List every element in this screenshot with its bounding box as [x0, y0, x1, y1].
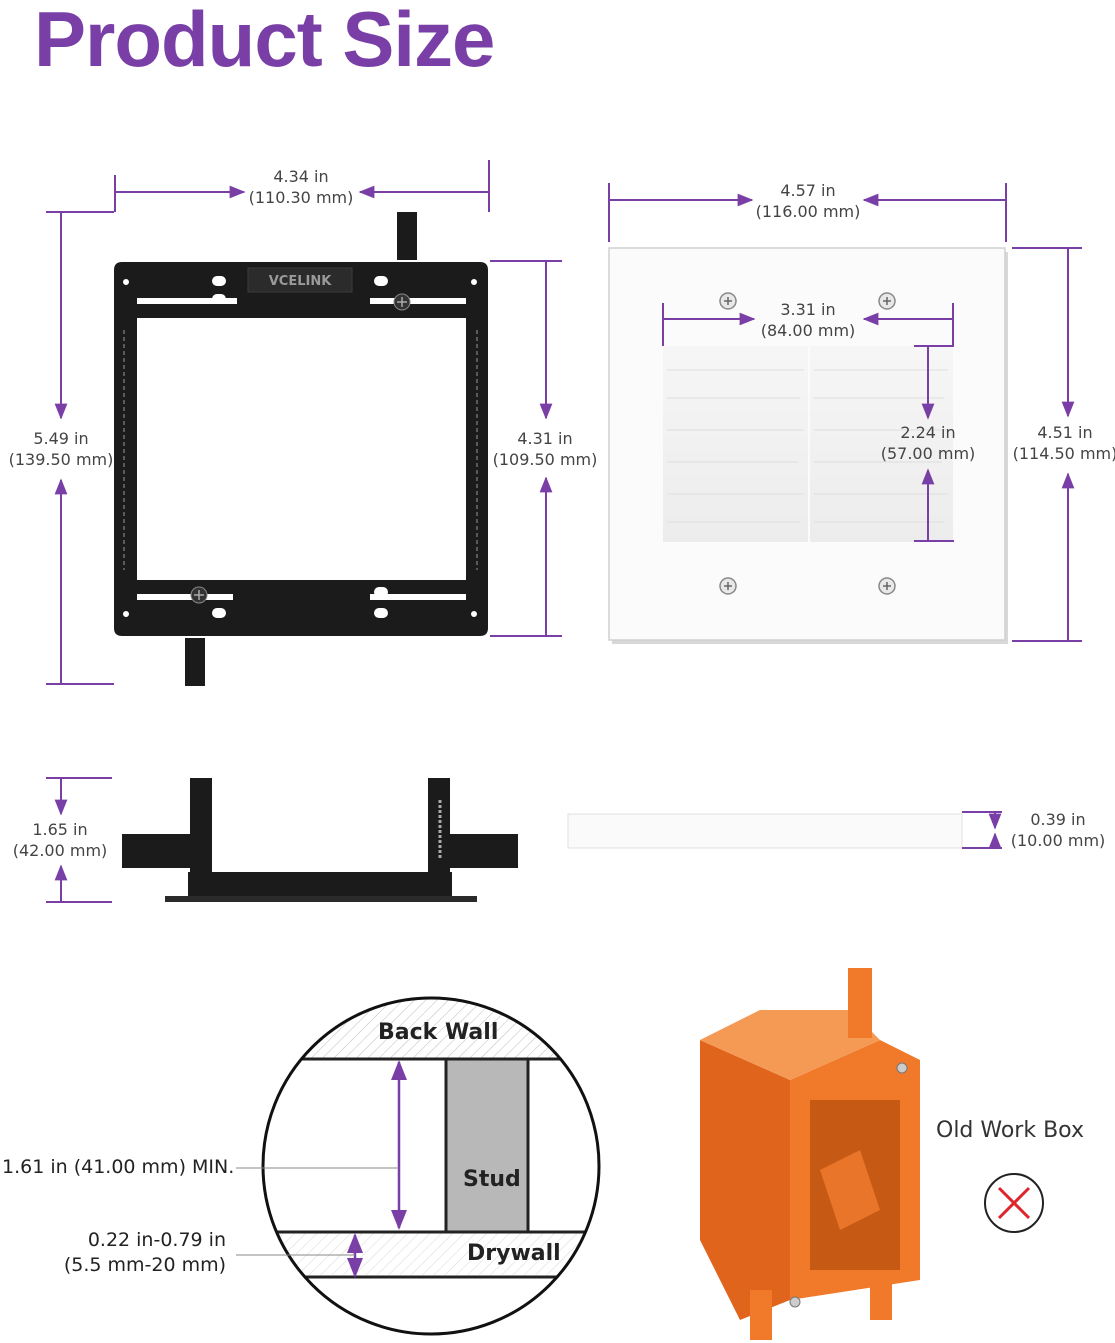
plate-height-label: 4.51 in(114.50 mm): [1012, 423, 1115, 463]
brush-width-label: 3.31 in(84.00 mm): [760, 300, 856, 340]
brush-wall-plate: [608, 247, 1008, 644]
plate-dimension-lines: [608, 183, 1082, 642]
bracket-front: [114, 212, 488, 686]
plate-width-label: 4.57 in(116.00 mm): [755, 181, 861, 221]
plate-side-view: [567, 813, 963, 849]
brush-height-label: 2.24 in(57.00 mm): [880, 423, 976, 463]
bracket-dimension-lines: [46, 160, 562, 685]
brand-label: VCELINK: [268, 274, 332, 289]
drywall-range-in-label: 0.22 in-0.79 in: [87, 1229, 226, 1251]
page-title: Product Size: [34, 0, 495, 83]
thickness-dimension-lines: [962, 811, 1002, 849]
stud-label: Stud: [463, 1167, 521, 1192]
install-diagram: [236, 996, 601, 1336]
back-wall-label: Back Wall: [378, 1020, 499, 1045]
bracket-inner-height-label: 4.31 in(109.50 mm): [492, 429, 598, 469]
bracket-height-label: 5.49 in(139.50 mm): [8, 429, 114, 469]
old-work-box: [700, 968, 920, 1340]
old-work-box-label: Old Work Box: [936, 1118, 1084, 1143]
bracket-side-view: [122, 778, 518, 902]
drywall-label: Drywall: [467, 1241, 561, 1266]
drywall-range-mm-label: (5.5 mm-20 mm): [63, 1254, 226, 1276]
depth-dimension-lines: [46, 777, 112, 903]
bracket-depth-label: 1.65 in(42.00 mm): [12, 820, 108, 860]
min-depth-label: 1.61 in (41.00 mm) MIN.: [2, 1156, 235, 1178]
x-circle-icon: [984, 1173, 1044, 1233]
bracket-width-label: 4.34 in(110.30 mm): [248, 167, 354, 207]
plate-thickness-label: 0.39 in(10.00 mm): [1010, 810, 1106, 850]
